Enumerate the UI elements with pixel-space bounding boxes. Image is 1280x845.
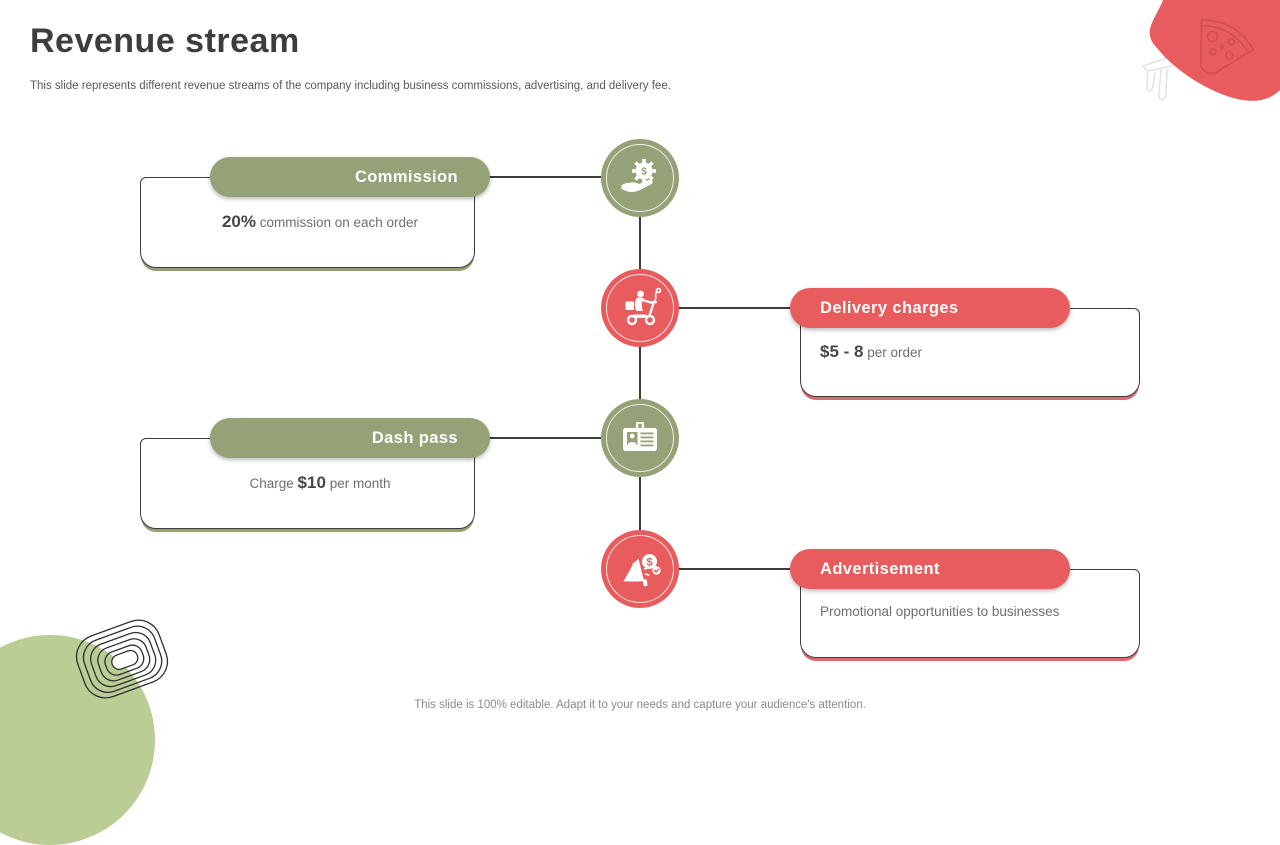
advertisement-icon-circle[interactable]: $ <box>601 530 679 608</box>
commission-description: 20% commission on each order <box>221 212 419 231</box>
megaphone-dollar-icon: $ <box>623 554 661 587</box>
delivery-charges-label-pill[interactable]: Delivery charges <box>790 288 1070 328</box>
vertical-connector-line <box>639 178 641 569</box>
svg-text:$: $ <box>646 556 652 568</box>
dash-pass-label-pill[interactable]: Dash pass <box>210 418 490 458</box>
connector-advertisement <box>678 568 792 570</box>
commission-label-pill[interactable]: Commission <box>210 157 490 197</box>
advertisement-description: Promotional opportunities to businesses <box>820 604 1060 619</box>
page-title: Revenue stream <box>30 22 300 60</box>
dash-pass-description: Charge $10 per month <box>249 473 391 492</box>
commission-label: Commission <box>354 167 458 186</box>
id-card-icon <box>623 422 657 451</box>
connector-dash-pass <box>478 437 602 439</box>
advertisement-label-pill[interactable]: Advertisement <box>790 549 1070 589</box>
commission-icon-circle[interactable]: $ <box>601 139 679 217</box>
dash-pass-icon-circle[interactable] <box>601 399 679 477</box>
svg-text:$: $ <box>641 166 647 177</box>
footer-note: This slide is 100% editable. Adapt it to… <box>414 699 866 711</box>
hand-gear-dollar-icon: $ <box>620 159 656 192</box>
dash-pass-label: Dash pass <box>371 428 458 447</box>
spiral-decoration <box>75 619 169 699</box>
delivery-charges-description: $5 - 8 per order <box>820 342 923 361</box>
slide-subtitle: This slide represents different revenue … <box>30 80 671 92</box>
connector-commission <box>478 176 602 178</box>
pizza-blob-decoration <box>1141 0 1280 101</box>
delivery-scooter-icon <box>625 287 662 326</box>
delivery-charges-icon-circle[interactable] <box>601 269 679 347</box>
connector-delivery-charges <box>678 307 792 309</box>
advertisement-label: Advertisement <box>820 559 940 578</box>
delivery-charges-label: Delivery charges <box>820 298 959 317</box>
